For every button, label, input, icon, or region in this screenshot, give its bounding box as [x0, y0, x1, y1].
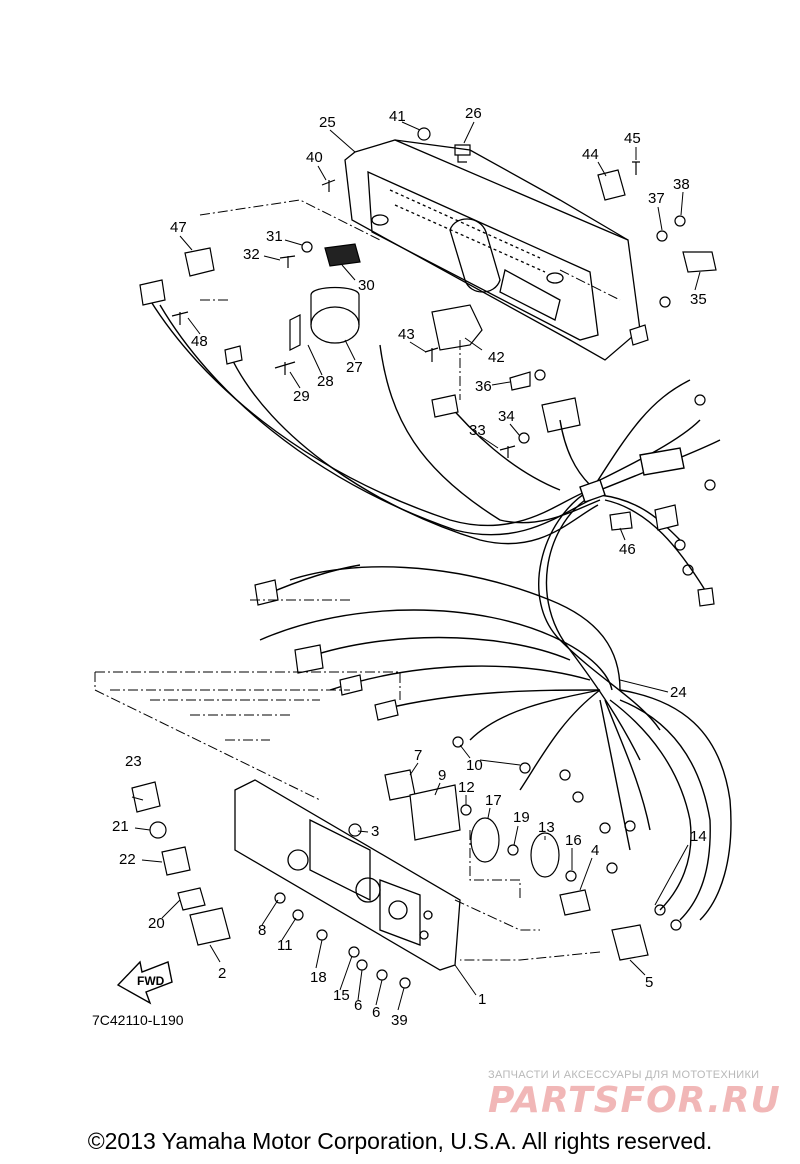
- callout-label: 44: [582, 146, 599, 163]
- callout-label: 31: [266, 228, 283, 245]
- callout-label: 37: [648, 190, 665, 207]
- callout-label: 27: [346, 359, 363, 376]
- callout-label: 11: [277, 937, 293, 954]
- callout-label: 43: [398, 326, 415, 343]
- callout-label: 14: [690, 828, 707, 845]
- callout-label: 33: [469, 422, 486, 439]
- callout-label: 30: [358, 277, 375, 294]
- callout-label: 34: [498, 408, 515, 425]
- callout-label: 17: [485, 792, 502, 809]
- callout-label: 12: [458, 779, 475, 796]
- callout-label: 46: [619, 541, 636, 558]
- callout-label: 35: [690, 291, 707, 308]
- callout-label: 19: [513, 809, 530, 826]
- callout-label: 39: [391, 1012, 408, 1029]
- callout-label: 6: [372, 1004, 380, 1021]
- callout-numbers: 1 2 3 4 5 6 6 7 8 9 10 11 12 13 14 15 16…: [112, 105, 707, 1029]
- ring-terminals: [452, 296, 716, 931]
- upper-small-parts: [171, 127, 717, 531]
- callout-label: 18: [310, 969, 327, 986]
- callout-label: 16: [565, 832, 582, 849]
- callout-label: 29: [293, 388, 310, 405]
- wire-harness: [149, 299, 732, 921]
- callout-label: 10: [466, 757, 483, 774]
- callout-label: 5: [645, 974, 653, 991]
- callout-label: 3: [371, 823, 379, 840]
- fwd-arrow-label: FWD: [137, 974, 165, 988]
- upper-bracket-assembly: [344, 139, 641, 361]
- watermark-tagline: ЗАПЧАСТИ И АКСЕССУАРЫ ДЛЯ МОТОТЕХНИКИ: [488, 1069, 760, 1081]
- callout-label: 2: [218, 965, 226, 982]
- callout-label: 15: [333, 987, 350, 1004]
- callout-label: 23: [125, 753, 142, 770]
- callout-label: 6: [354, 997, 362, 1014]
- callout-label: 8: [258, 922, 266, 939]
- callout-label: 32: [243, 246, 260, 263]
- callout-label: 22: [119, 851, 136, 868]
- callout-label: 4: [591, 842, 599, 859]
- callout-label: 13: [538, 819, 555, 836]
- callout-label: 21: [112, 818, 129, 835]
- switches-and-fasteners: [131, 769, 649, 989]
- callout-label: 7: [414, 747, 422, 764]
- callout-label: 41: [389, 108, 406, 125]
- callout-leaders: [131, 121, 701, 1011]
- callout-label: 47: [170, 219, 187, 236]
- callout-label: 1: [478, 991, 486, 1008]
- callout-label: 20: [148, 915, 165, 932]
- drawing-code: 7C42110-L190: [92, 1012, 184, 1028]
- callout-label: 26: [465, 105, 482, 122]
- callout-label: 36: [475, 378, 492, 395]
- fwd-arrow: FWD: [116, 960, 173, 1005]
- connectors: [139, 279, 715, 721]
- callout-label: 48: [191, 333, 208, 350]
- callout-label: 25: [319, 114, 336, 131]
- callout-label: 45: [624, 130, 641, 147]
- callout-label: 28: [317, 373, 334, 390]
- callout-label: 42: [488, 349, 505, 366]
- leader-lines: [94, 199, 621, 961]
- copyright-notice: ©2013 Yamaha Motor Corporation, U.S.A. A…: [87, 1128, 713, 1154]
- callout-label: 24: [670, 684, 687, 701]
- callout-label: 40: [306, 149, 323, 166]
- watermark-logo: PARTSFOR.RU: [488, 1080, 781, 1121]
- callout-label: 9: [438, 767, 446, 784]
- callout-label: 38: [673, 176, 690, 193]
